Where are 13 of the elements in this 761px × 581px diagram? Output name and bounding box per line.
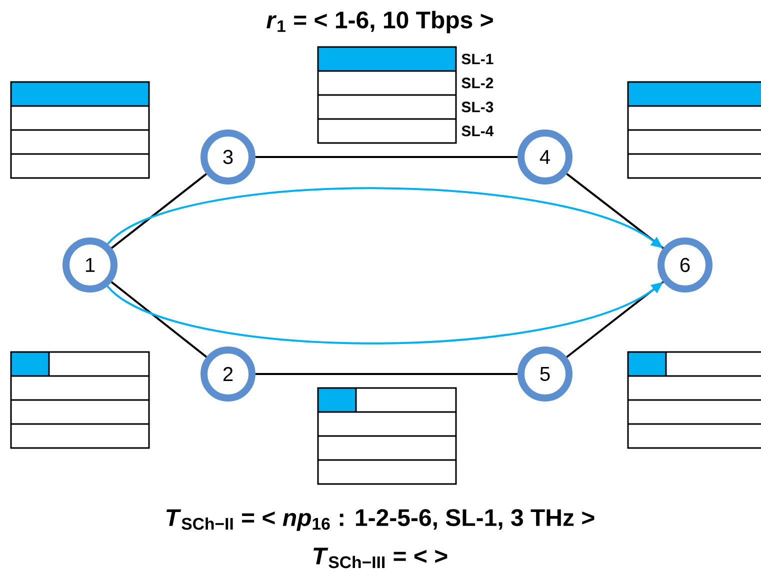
slot-label: SL-1 [462, 54, 494, 64]
slot-label: SL-3 [462, 102, 494, 112]
link-line [566, 173, 664, 249]
slot-label: SL-2 [462, 78, 494, 88]
link-line [256, 373, 518, 375]
link-line [256, 156, 518, 158]
formula-text: T$_{SCh−II}$ = < np$_{16}$ : 1-2-5-6, SL-1, 3 THz > [166, 509, 594, 531]
link-line [110, 281, 208, 358]
link-line [111, 173, 207, 249]
formula-text: T$_{SCh−III}$ = < > [314, 548, 448, 568]
link-line [566, 281, 664, 358]
title-text: r$_{1}$ = < 1-6, 10 Tbps > [266, 10, 493, 34]
slot-label: SL-4 [462, 126, 494, 136]
